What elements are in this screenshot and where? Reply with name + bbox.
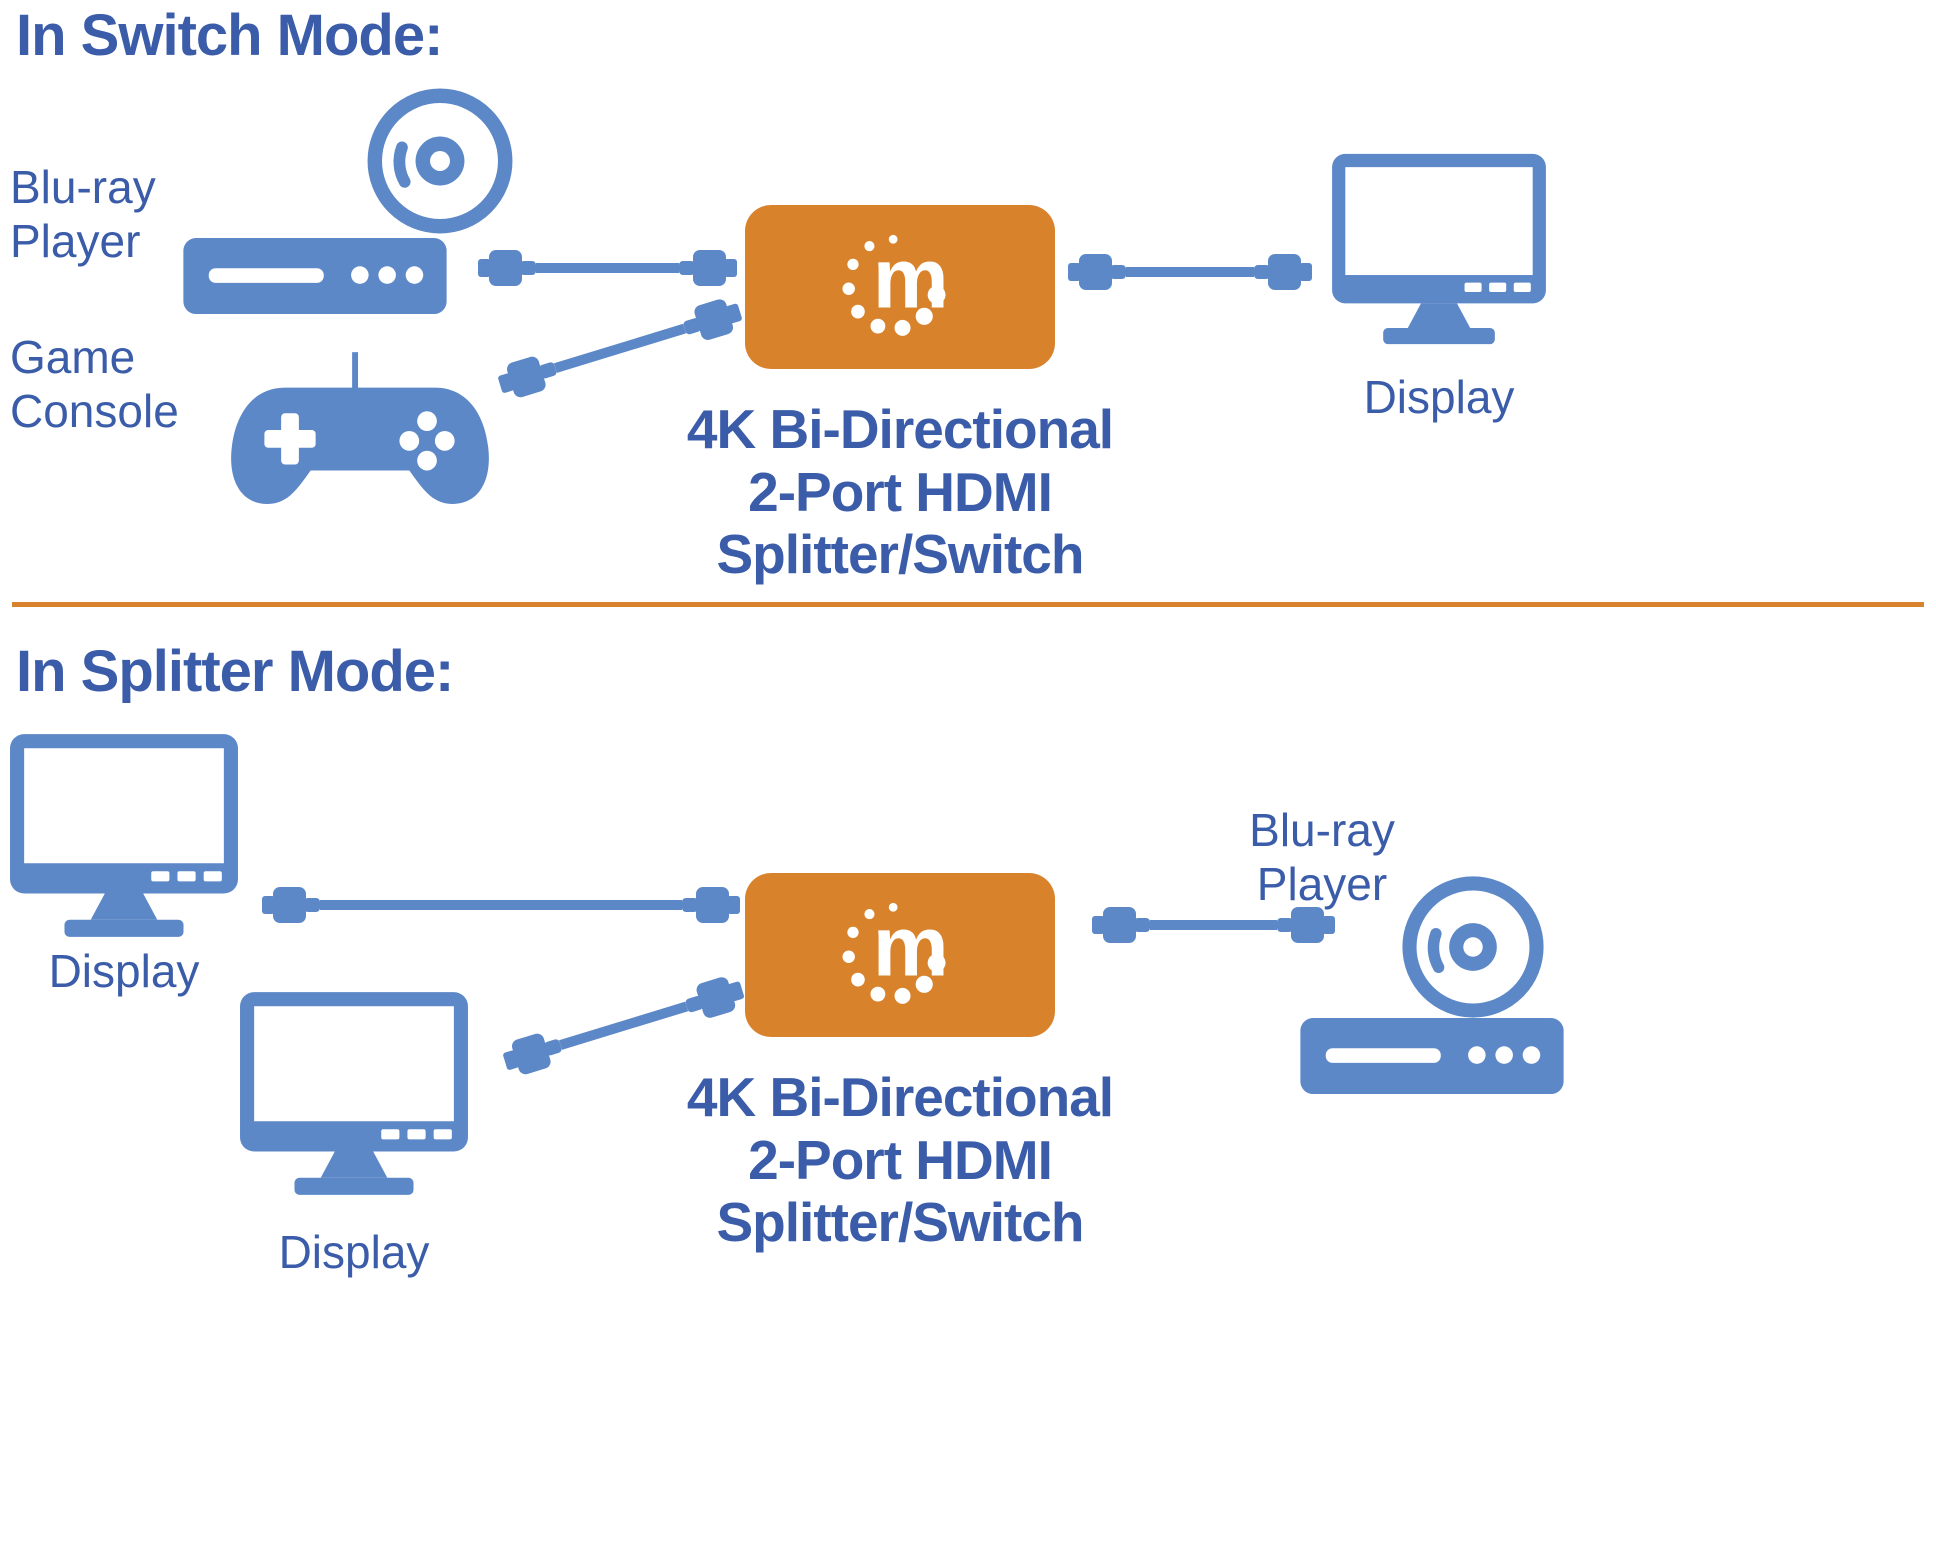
hdmi-switch-device [745,205,1055,369]
hdmi-wire [320,900,682,910]
display-label: Display [1363,371,1515,423]
hdmi-cable-display1 [262,883,740,927]
hdmi-cable-output [1068,250,1312,294]
bluray-player-label: Blu-ray Player [10,161,156,268]
display-icon [238,990,470,1197]
bluray-player-icon [1298,1018,1566,1096]
hdmi-wire [1150,920,1277,930]
hdmi-cable-source [1092,903,1335,947]
hdmi-plug-icon [678,291,746,350]
hdmi-plug-icon [499,1024,567,1083]
game-console-label: Game Console [10,331,179,438]
bluray-player-icon [180,238,450,316]
switch-mode-section: In Switch Mode: Blu-ray Player Game Cons… [0,0,1936,602]
splitter-mode-title: In Splitter Mode: [16,639,454,704]
hdmi-plug-icon [679,246,737,290]
device-label: 4K Bi-Directional 2-Port HDMI Splitter/S… [686,398,1114,586]
hdmi-cable-source1 [478,246,737,290]
hdmi-wire [559,1001,689,1050]
hdmi-cable-source2 [494,291,747,406]
hdmi-plug-icon [682,883,740,927]
bluray-disc-icon [1398,872,1548,1022]
hdmi-wire [554,323,687,373]
switch-mode-title: In Switch Mode: [16,3,443,68]
hdmi-plug-icon [1092,903,1150,947]
display-icon [8,732,240,939]
hdmi-wire [1126,267,1254,277]
splitter-mode-section: In Splitter Mode: Display Display 4K Bi-… [0,607,1936,1560]
display1-label: Display [48,945,200,997]
game-console-icon [222,352,498,512]
device-label: 4K Bi-Directional 2-Port HDMI Splitter/S… [686,1066,1114,1254]
hdmi-plug-icon [494,347,562,406]
section-divider [12,602,1924,607]
hdmi-splitter-device [745,873,1055,1037]
hdmi-plug-icon [680,968,748,1027]
hdmi-plug-icon [1254,250,1312,294]
bluray-player-label: Blu-ray Player [1249,804,1395,911]
manhattan-logo-icon [807,214,993,360]
hdmi-plug-icon [1068,250,1126,294]
hdmi-wire [536,263,679,273]
manhattan-logo-icon [807,882,993,1028]
display2-label: Display [278,1226,430,1278]
hdmi-plug-icon [478,246,536,290]
display-icon [1330,152,1548,346]
bluray-disc-icon [363,84,517,238]
hdmi-plug-icon [262,883,320,927]
